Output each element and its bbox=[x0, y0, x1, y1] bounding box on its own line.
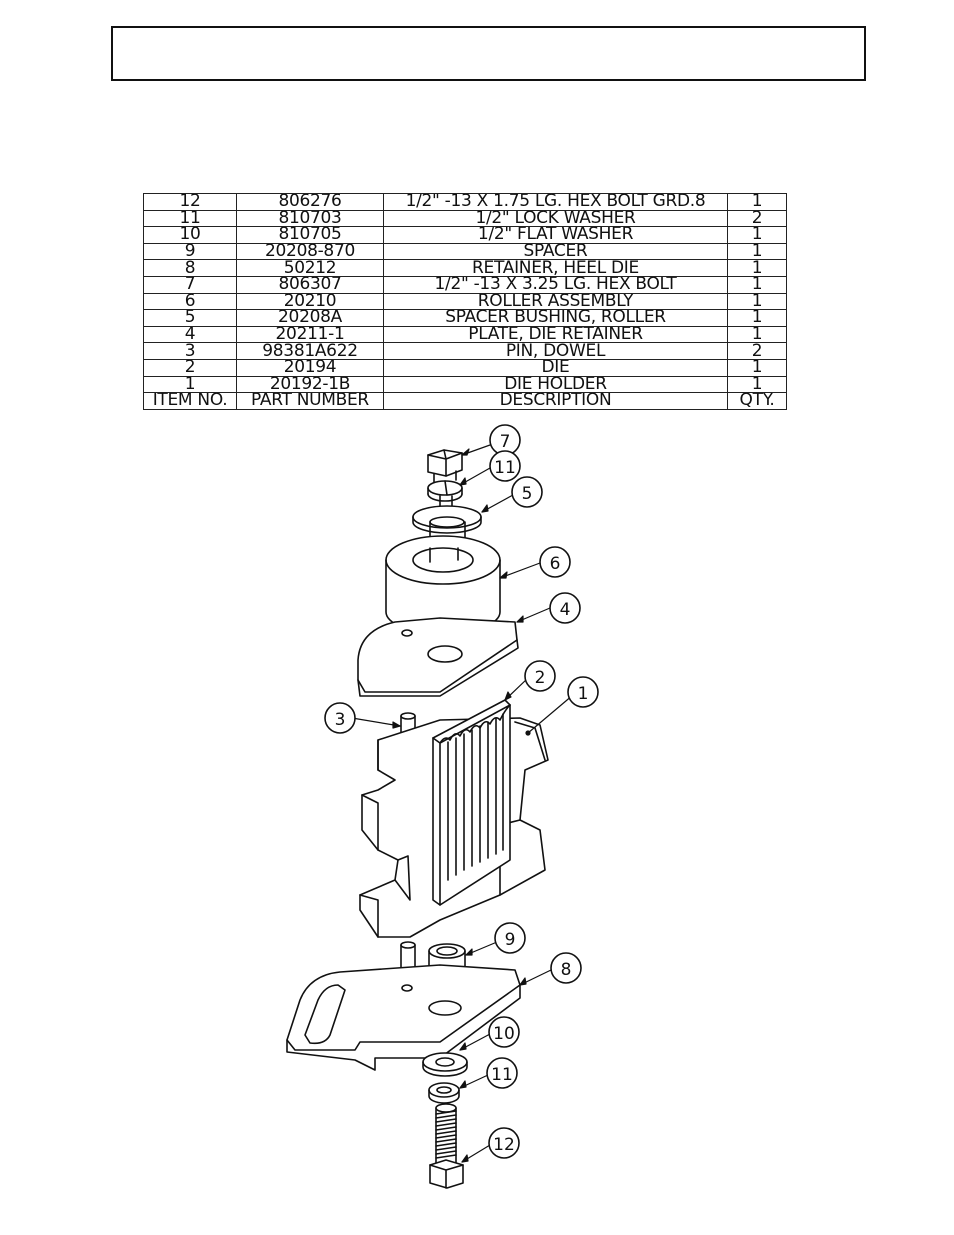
bom-description: SPACER BUSHING, ROLLER bbox=[383, 309, 728, 327]
svg-text:3: 3 bbox=[335, 710, 346, 730]
svg-text:11: 11 bbox=[494, 458, 516, 478]
svg-text:11: 11 bbox=[491, 1065, 513, 1085]
svg-text:7: 7 bbox=[500, 432, 511, 452]
lock-washer-top bbox=[427, 480, 463, 502]
balloon-10: 10 bbox=[488, 1016, 520, 1048]
balloon-1: 1 bbox=[567, 676, 599, 708]
balloon-8: 8 bbox=[550, 952, 582, 984]
balloon-12: 12 bbox=[488, 1127, 520, 1159]
balloon-11-bottom: 11 bbox=[486, 1057, 518, 1089]
svg-text:2: 2 bbox=[535, 668, 546, 688]
balloon-4: 4 bbox=[549, 592, 581, 624]
die-retainer-plate bbox=[357, 617, 519, 697]
balloon-3: 3 bbox=[324, 702, 356, 734]
bom-part-number: 806307 bbox=[236, 275, 384, 294]
header-part-number: PART NUMBER bbox=[236, 392, 384, 410]
svg-text:12: 12 bbox=[493, 1135, 515, 1155]
svg-text:4: 4 bbox=[560, 600, 571, 620]
balloon-6: 6 bbox=[539, 546, 571, 578]
flat-washer bbox=[422, 1052, 468, 1077]
balloon-2: 2 bbox=[524, 660, 556, 692]
balloon-9: 9 bbox=[494, 922, 526, 954]
svg-text:6: 6 bbox=[550, 554, 561, 574]
title-block-box bbox=[111, 26, 866, 81]
bom-description: SPACER bbox=[383, 242, 728, 261]
balloon-7: 7 bbox=[489, 424, 521, 456]
svg-text:1: 1 bbox=[578, 684, 589, 704]
balloon-11-top: 11 bbox=[489, 450, 521, 482]
header-description: DESCRIPTION bbox=[383, 392, 728, 410]
bom-description: 1/2" -13 X 3.25 LG. HEX BOLT bbox=[383, 275, 728, 294]
lock-washer-bottom bbox=[428, 1082, 460, 1104]
hex-bolt-top bbox=[427, 449, 463, 485]
svg-text:5: 5 bbox=[522, 484, 533, 504]
svg-text:9: 9 bbox=[505, 930, 516, 950]
bom-part-number: 20210 bbox=[236, 292, 384, 311]
bom-part-number: 806276 bbox=[236, 193, 384, 211]
die-insert bbox=[432, 699, 511, 906]
bom-part-number: 810705 bbox=[236, 226, 384, 244]
svg-text:8: 8 bbox=[561, 960, 572, 980]
svg-text:10: 10 bbox=[493, 1024, 515, 1044]
balloon-5: 5 bbox=[511, 476, 543, 508]
bom-part-number: 50212 bbox=[236, 259, 384, 277]
bom-item-number: 11 bbox=[143, 209, 237, 228]
bom-description: ROLLER ASSEMBLY bbox=[383, 292, 728, 311]
header-item-no: ITEM NO. bbox=[143, 392, 237, 410]
leader-lines bbox=[351, 444, 574, 1163]
hex-bolt-bottom bbox=[429, 1103, 464, 1189]
heel-die-retainer bbox=[286, 964, 521, 1071]
bom-part-number: 20208-870 bbox=[236, 242, 384, 261]
header-qty: QTY. bbox=[727, 392, 787, 410]
roller-assembly bbox=[385, 535, 501, 635]
